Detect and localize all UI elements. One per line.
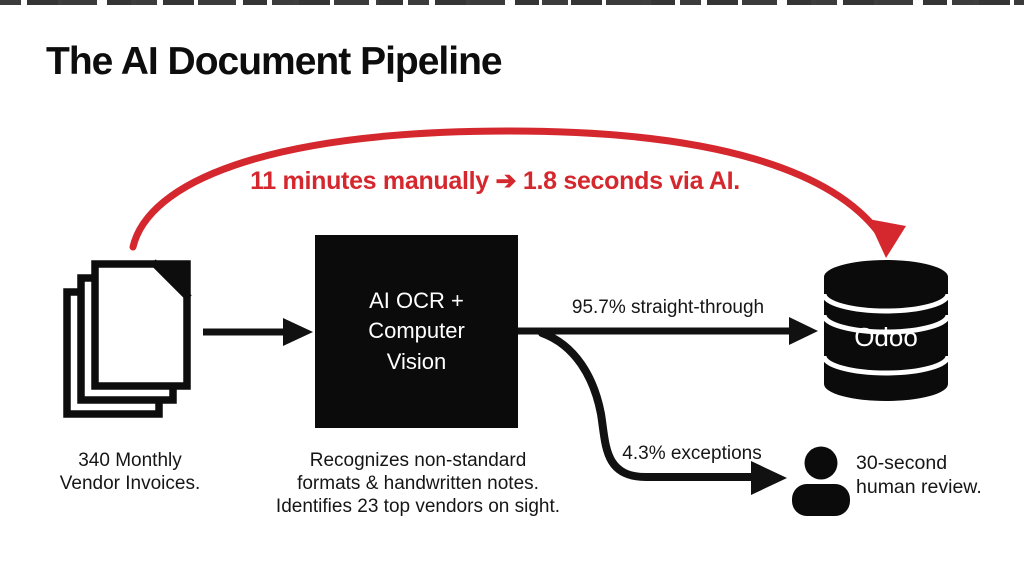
cropped-text-artifact (0, 0, 1024, 5)
arrowhead-invoices-to-processor-icon (283, 318, 313, 346)
arrowhead-exceptions-icon (751, 461, 787, 495)
processor-label: AI OCR + Computer Vision (368, 287, 465, 374)
human-review-label: 30-second human review. (856, 452, 982, 498)
arrow-exceptions-branch (538, 329, 756, 481)
exceptions-label: 4.3% exceptions (622, 443, 762, 464)
time-comparison-label: 11 minutes manually ➔ 1.8 seconds via AI… (250, 167, 740, 195)
processor-caption: Recognizes non-standard formats & handwr… (275, 450, 561, 518)
red-arc-arrow (129, 127, 883, 251)
document-stack-icon (63, 259, 192, 418)
page-title: The AI Document Pipeline (46, 40, 503, 83)
person-icon (792, 446, 850, 516)
odoo-label: Odoo (854, 322, 918, 352)
database-icon: Odoo (821, 260, 951, 401)
arrowhead-processor-to-odoo-icon (789, 317, 818, 345)
invoices-label: 340 Monthly Vendor Invoices. (59, 450, 201, 495)
straight-through-label: 95.7% straight-through (571, 297, 765, 318)
processor-box: AI OCR + Computer Vision (315, 235, 518, 428)
red-arc-arrowhead-icon (868, 219, 906, 258)
